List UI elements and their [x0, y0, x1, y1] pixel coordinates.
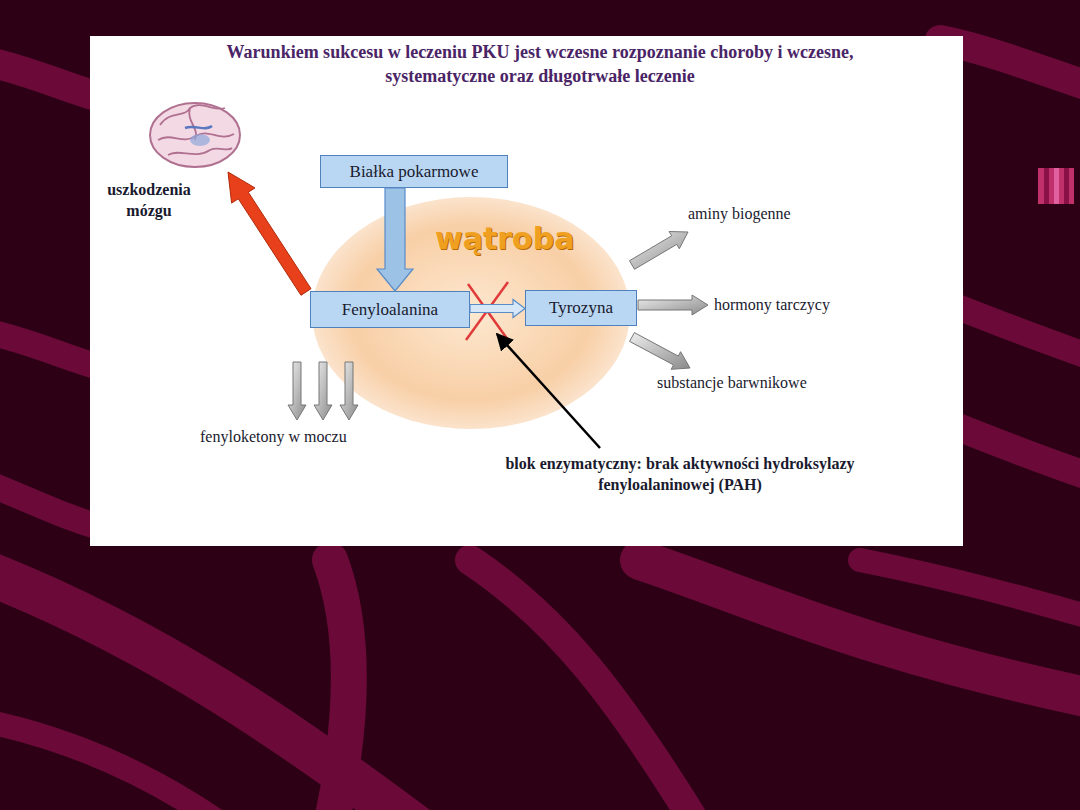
- box-text: Białka pokarmowe: [350, 162, 479, 182]
- urine-label: fenyloketony w moczu: [200, 427, 440, 448]
- organ-ellipse: wątrobaFenyloalanina Tyrozyna: [310, 195, 632, 431]
- process-box: Tyrozyna: [525, 290, 637, 326]
- brain-picture: [150, 103, 240, 167]
- organ-ellipse-fill: [312, 197, 630, 429]
- corner-ornament: [1038, 168, 1074, 204]
- product-label: aminy biogenne: [688, 204, 858, 225]
- enzyme-block-note: blok enzymatyczny: brak aktywności hydro…: [500, 454, 860, 496]
- organ-name: wątroba: [435, 221, 574, 256]
- product-label: hormony tarczycy: [714, 295, 914, 316]
- process-box: Fenyloalanina: [310, 291, 470, 328]
- diagram-title: Warunkiem sukcesu w leczeniu PKU jest wc…: [215, 40, 865, 89]
- white-panel: [90, 36, 963, 546]
- brain-damage-arrow: [228, 172, 311, 295]
- box-text: Tyrozyna: [549, 298, 613, 318]
- process-box: Białka pokarmowe: [320, 155, 508, 188]
- effect-label: uszkodzenia mózgu: [93, 180, 205, 222]
- box-text: Fenyloalanina: [342, 300, 438, 320]
- product-label: substancje barwnikowe: [657, 373, 897, 394]
